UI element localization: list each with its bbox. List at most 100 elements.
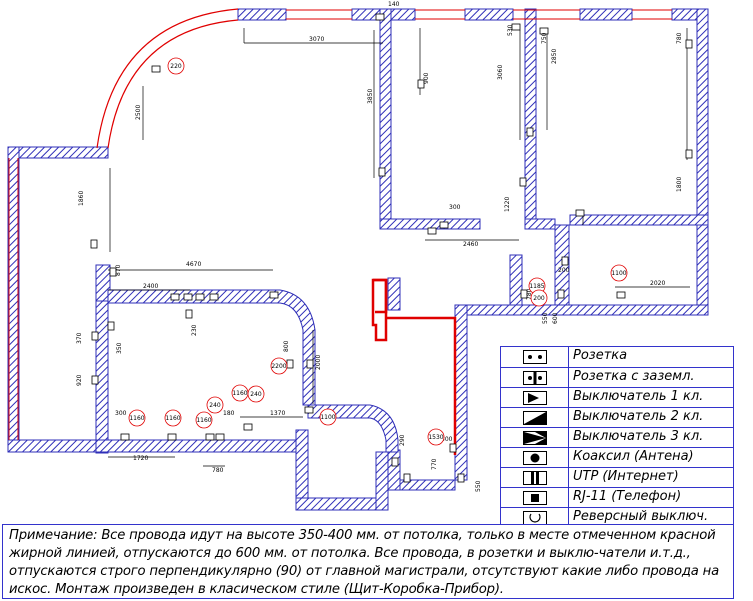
- height-marker: 1160: [195, 411, 213, 429]
- height-marker: 1530: [427, 428, 445, 446]
- dim-label: 780: [676, 32, 683, 44]
- svg-text:1100: 1100: [320, 414, 335, 421]
- dim-label: 920: [76, 374, 83, 386]
- windows: [8, 9, 672, 440]
- dim-label: 900: [423, 72, 430, 84]
- height-marker: 2200: [270, 357, 288, 375]
- svg-text:1160: 1160: [232, 390, 247, 397]
- dim-label: 180: [223, 410, 235, 417]
- dim-label: 1860: [78, 191, 85, 206]
- walls: [7, 8, 709, 511]
- note-box: Примечание: Все провода идут на высоте 3…: [2, 524, 734, 599]
- legend-row: Розетка с заземл.: [501, 367, 733, 387]
- dim-label: 2400: [143, 283, 158, 290]
- svg-text:1530: 1530: [428, 434, 443, 441]
- legend-label: UTP (Интернет): [573, 469, 679, 484]
- arc-outline: [96, 8, 239, 149]
- legend-label: Выключатель 1 кл.: [573, 389, 704, 404]
- grounded-socket-icon: [523, 371, 547, 385]
- svg-text:240: 240: [209, 402, 221, 409]
- dim-label: 350: [116, 342, 123, 354]
- height-marker: 240: [247, 385, 265, 403]
- height-marker: 220: [167, 57, 185, 75]
- dim-label: 530: [507, 24, 514, 36]
- dim-label: 3070: [309, 36, 324, 43]
- legend-label: Выключатель 3 кл.: [573, 429, 704, 444]
- dim-label: 370: [76, 332, 83, 344]
- height-marker: 1100: [610, 264, 628, 282]
- dim-label: 600: [552, 312, 559, 324]
- dim-label: 3060: [497, 65, 504, 80]
- svg-text:2200: 2200: [271, 363, 286, 370]
- dim-label: 870: [115, 264, 122, 276]
- dim-label: 780: [526, 288, 533, 300]
- dim-label: 2460: [463, 241, 478, 248]
- height-marker: 1160: [128, 409, 146, 427]
- svg-text:1160: 1160: [196, 417, 211, 424]
- svg-text:240: 240: [250, 391, 262, 398]
- legend-row: RJ-11 (Телефон): [501, 487, 733, 507]
- height-marker: 1160: [164, 409, 182, 427]
- height-marker: 1100: [319, 408, 337, 426]
- legend-row: Коаксил (Антена): [501, 447, 733, 467]
- dim-label: 1720: [133, 455, 148, 462]
- svg-text:1100: 1100: [611, 270, 626, 277]
- switch-1-icon: [523, 391, 547, 405]
- dim-label: 2020: [650, 280, 665, 287]
- svg-text:1185: 1185: [529, 283, 544, 290]
- dimension-lines: [108, 28, 690, 467]
- rj11-icon: [523, 491, 547, 505]
- legend-row: Выключатель 1 кл.: [501, 387, 733, 407]
- note-text: Примечание: Все провода идут на высоте 3…: [9, 528, 719, 597]
- dim-label: 230: [191, 324, 198, 336]
- legend-label: Реверсный выключ.: [573, 509, 709, 524]
- reverse-switch-icon: [523, 511, 547, 525]
- svg-text:220: 220: [170, 63, 182, 70]
- legend-row: Выключатель 2 кл.: [501, 407, 733, 427]
- legend-row: Выключатель 3 кл.: [501, 427, 733, 447]
- dim-label: 300: [449, 204, 461, 211]
- height-markers: 220 1100 1185 200 2200 1100 1160 1160 11…: [128, 57, 628, 446]
- svg-text:200: 200: [533, 295, 545, 302]
- switch-3-icon: [523, 431, 547, 445]
- height-marker: 1160: [231, 384, 249, 402]
- utp-icon: [523, 471, 547, 485]
- coaxial-icon: [523, 451, 547, 465]
- dim-label: 4670: [186, 261, 201, 268]
- dim-label: 1220: [504, 197, 511, 212]
- dim-label: 2000: [315, 355, 322, 370]
- dim-label: 140: [388, 1, 400, 8]
- legend-label: Розетка: [573, 348, 628, 363]
- dim-label: 770: [431, 458, 438, 470]
- dim-label: 290: [399, 434, 406, 446]
- legend-label: Коаксил (Антена): [573, 449, 694, 464]
- svg-text:1160: 1160: [129, 415, 144, 422]
- height-marker: 200: [530, 289, 548, 307]
- dim-label: 300: [441, 436, 453, 443]
- dim-label: 3850: [367, 89, 374, 104]
- dim-label: 200: [558, 267, 570, 274]
- socket-icon: [523, 350, 547, 364]
- legend-row: UTP (Интернет): [501, 467, 733, 487]
- legend-label: Розетка с заземл.: [573, 369, 695, 384]
- device-markers: [90, 13, 693, 483]
- dim-label: 550: [542, 312, 549, 324]
- dim-label: 750: [541, 32, 548, 44]
- dim-label: 1370: [270, 410, 285, 417]
- dim-label: 300: [115, 410, 127, 417]
- dimension-labels: 140 3070 2500 3850 900 3060 530 750 2850…: [76, 1, 683, 492]
- dim-label: 2500: [135, 105, 142, 120]
- dim-label: 1800: [676, 177, 683, 192]
- legend-label: RJ-11 (Телефон): [573, 489, 682, 504]
- dim-label: 2850: [551, 49, 558, 64]
- dim-label: 780: [212, 467, 224, 474]
- dim-label: 550: [475, 480, 482, 492]
- svg-text:1160: 1160: [165, 415, 180, 422]
- legend-row: Реверсный выключ.: [501, 507, 733, 527]
- switch-2-icon: [523, 411, 547, 425]
- legend-label: Выключатель 2 кл.: [573, 409, 704, 424]
- legend: Розетка Розетка с заземл. Выключатель 1 …: [500, 346, 734, 527]
- height-marker: 240: [206, 396, 224, 414]
- legend-row: Розетка: [501, 347, 733, 367]
